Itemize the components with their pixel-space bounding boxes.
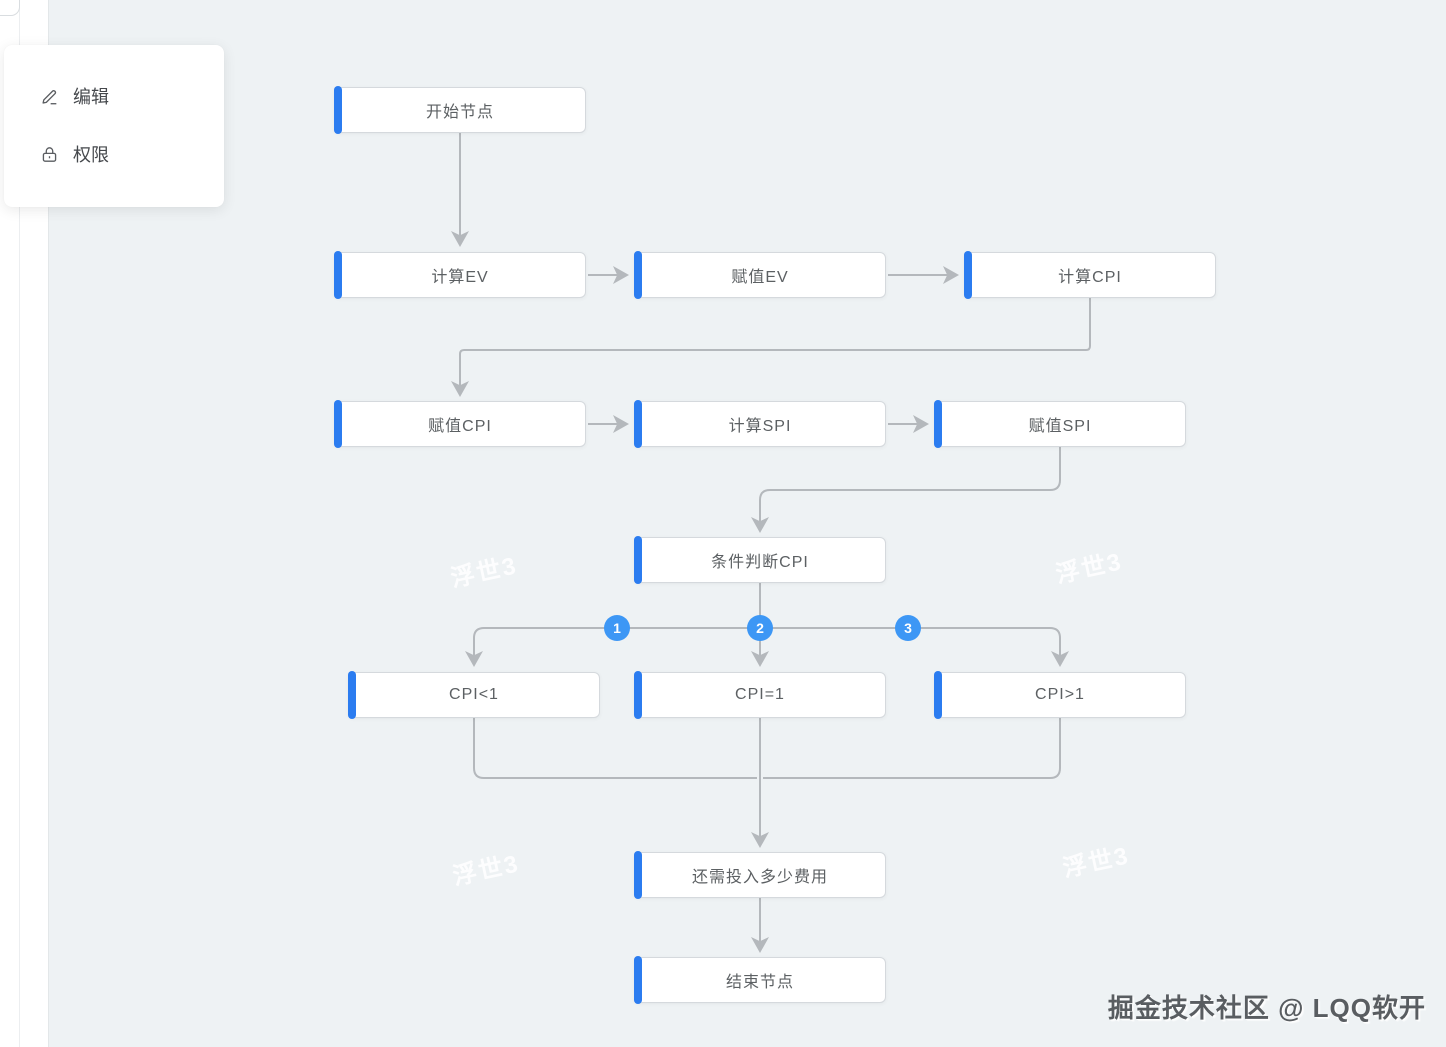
flow-node-calc-cpi[interactable]: 计算CPI	[964, 251, 1216, 299]
node-label: 开始节点	[425, 104, 494, 121]
menu-item-label: 权限	[73, 145, 109, 165]
node-accent-bar	[334, 251, 342, 299]
pencil-icon	[40, 87, 59, 106]
topleft-panel-corner	[0, 0, 20, 16]
menu-item-label: 编辑	[73, 87, 109, 107]
edge-condition-to-cpi-lt	[465, 627, 760, 667]
branch-badge-2[interactable]: 2	[747, 615, 773, 641]
node-accent-bar	[634, 536, 642, 584]
flow-node-condition-cpi[interactable]: 条件判断CPI	[634, 536, 886, 584]
node-label: 还需投入多少费用	[691, 869, 828, 886]
node-accent-bar	[634, 400, 642, 448]
branch-badge-3[interactable]: 3	[895, 615, 921, 641]
node-accent-bar	[964, 251, 972, 299]
node-label: 赋值EV	[731, 269, 789, 286]
branch-badge-1[interactable]: 1	[604, 615, 630, 641]
edge-calc-cpi-to-assign-cpi	[451, 298, 1091, 397]
edge-cpi-gt-merge	[763, 718, 1061, 779]
node-accent-bar	[934, 400, 942, 448]
node-accent-bar	[634, 851, 642, 899]
node-accent-bar	[334, 400, 342, 448]
flow-node-assign-spi[interactable]: 赋值SPI	[934, 400, 1186, 448]
node-label: 条件判断CPI	[711, 554, 809, 571]
node-accent-bar	[934, 671, 942, 719]
node-label: CPI>1	[1035, 686, 1085, 703]
node-accent-bar	[634, 251, 642, 299]
node-label: CPI=1	[735, 686, 785, 703]
flow-node-calc-ev[interactable]: 计算EV	[334, 251, 586, 299]
credit-watermark: 掘金技术社区 @ LQQ软开	[1107, 993, 1426, 1023]
node-label: 计算EV	[431, 269, 489, 286]
node-label: 赋值CPI	[428, 418, 492, 435]
flow-node-end[interactable]: 结束节点	[634, 956, 886, 1004]
flow-node-cpi-gt-1[interactable]: CPI>1	[934, 671, 1186, 719]
edge-assign-spi-to-condition	[751, 447, 1061, 533]
lock-icon	[40, 145, 59, 164]
flow-node-assign-ev[interactable]: 赋值EV	[634, 251, 886, 299]
node-accent-bar	[634, 956, 642, 1004]
node-label: 计算SPI	[728, 418, 792, 435]
edge-condition-to-cpi-gt	[760, 627, 1069, 667]
node-label: 结束节点	[725, 974, 794, 991]
sidebar-divider	[19, 0, 20, 1047]
node-label: 计算CPI	[1058, 269, 1122, 286]
flow-node-cpi-eq-1[interactable]: CPI=1	[634, 671, 886, 719]
node-accent-bar	[334, 86, 342, 134]
menu-item-permission[interactable]: 权限	[4, 125, 224, 183]
node-label: CPI<1	[449, 686, 499, 703]
flow-node-more-cost[interactable]: 还需投入多少费用	[634, 851, 886, 899]
flow-node-cpi-lt-1[interactable]: CPI<1	[348, 671, 600, 719]
node-label: 赋值SPI	[1028, 418, 1092, 435]
menu-item-edit[interactable]: 编辑	[4, 67, 224, 125]
node-accent-bar	[348, 671, 356, 719]
flow-node-calc-spi[interactable]: 计算SPI	[634, 400, 886, 448]
flow-node-assign-cpi[interactable]: 赋值CPI	[334, 400, 586, 448]
flow-node-start[interactable]: 开始节点	[334, 86, 586, 134]
node-accent-bar	[634, 671, 642, 719]
context-menu: 编辑 权限	[4, 45, 224, 207]
edge-cpi-lt-merge	[473, 718, 757, 779]
